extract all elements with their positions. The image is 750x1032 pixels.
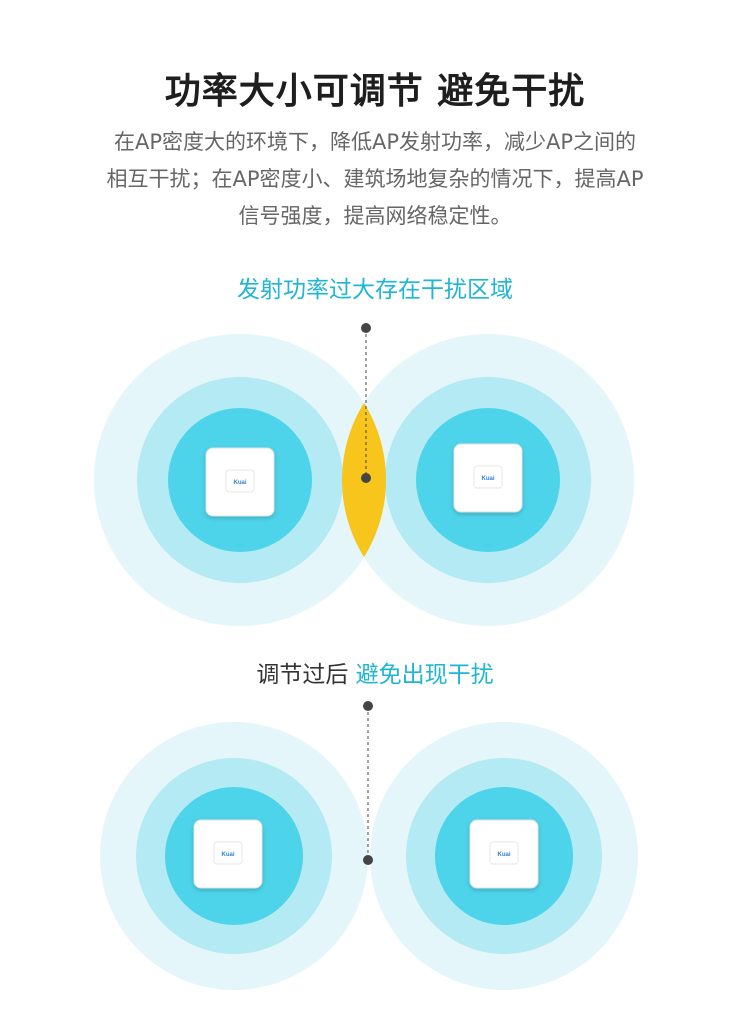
- gap-pointer-bottom-dot: [363, 855, 373, 865]
- right-device-logo-adjusted: Kuai: [497, 852, 510, 858]
- right-access-point-adjusted: [469, 819, 539, 889]
- interference-label: 发射功率过大存在干扰区域: [237, 277, 513, 303]
- adjusted-label-accent: 避免出现干扰: [355, 662, 494, 688]
- right-access-point: [453, 443, 523, 513]
- description-line-3: 信号强度，提高网络稳定性。: [238, 204, 512, 228]
- page-title: 功率大小可调节 避免干扰: [164, 71, 586, 112]
- left-device-logo: Kuai: [233, 480, 246, 486]
- left-device-logo-adjusted: Kuai: [221, 852, 234, 858]
- interference-diagram: Kuai Kuai: [94, 323, 634, 626]
- adjusted-label-prefix: 调节过后: [256, 662, 349, 688]
- left-access-point-adjusted: [193, 819, 263, 889]
- adjusted-diagram: Kuai Kuai: [100, 701, 638, 990]
- description-line-1: 在AP密度大的环境下，降低AP发射功率，减少AP之间的: [113, 130, 637, 154]
- gap-pointer-top-dot: [363, 701, 373, 711]
- left-access-point: [205, 447, 275, 517]
- interference-pointer-bottom-dot: [361, 473, 371, 483]
- description: 在AP密度大的环境下，降低AP发射功率，减少AP之间的 相互干扰；在AP密度小、…: [55, 124, 695, 235]
- right-device-logo: Kuai: [481, 476, 494, 482]
- interference-pointer-top-dot: [361, 323, 371, 333]
- description-line-2: 相互干扰；在AP密度小、建筑场地复杂的情况下，提高AP: [106, 167, 644, 191]
- adjusted-label: 调节过后 避免出现干扰: [0, 655, 750, 689]
